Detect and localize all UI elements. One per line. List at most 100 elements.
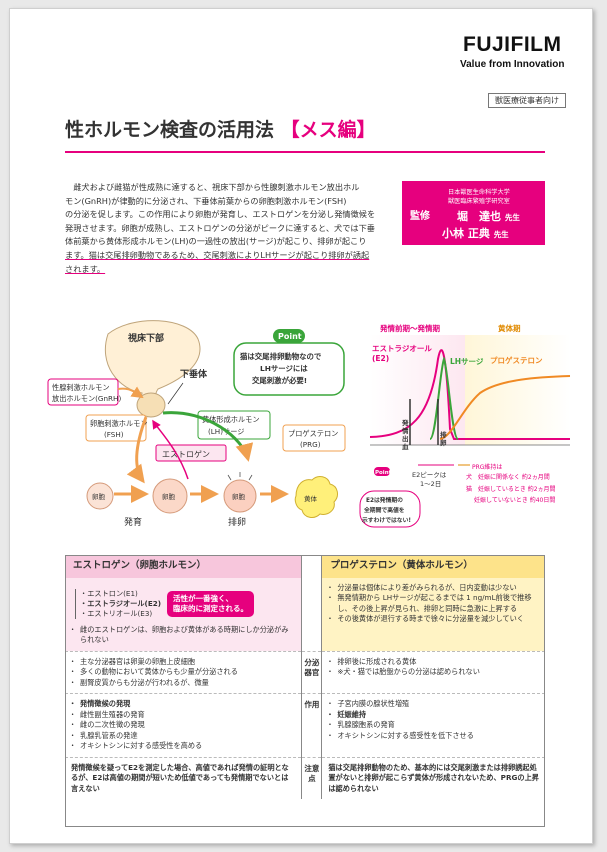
- stage-label: 卵胞: [232, 492, 246, 501]
- brand-logo: FUJIFILM: [463, 33, 562, 56]
- row-label-caution: 注意点: [301, 756, 323, 799]
- list-item: 乳腺腺胞系の発育: [326, 720, 539, 731]
- ovulation-label: 排卵: [228, 516, 246, 528]
- table-row: 発情徴候を疑ってE2を測定した場合、高値であれば発情の証明となるが、E2は高値の…: [65, 756, 545, 799]
- gnrh-label: 性腺刺激ホルモン: [52, 383, 110, 392]
- e2-callout: 活性が一番強く、 臨床的に測定される。: [167, 590, 255, 617]
- title-accent: 【メス編】: [280, 119, 376, 141]
- phase-1-label: 発情前期～発情期: [379, 323, 440, 333]
- prg-note: PRG維持は: [472, 463, 502, 471]
- onset-label: 血: [402, 442, 409, 451]
- audience-badge: 獣医療従事者向け: [488, 93, 566, 108]
- estrogen-label: エストロゲン: [162, 449, 210, 459]
- table-row: 発情徴候の発現 雌性副生殖器の発育 雌の二次性徴の発現 乳腺乳管系の発達 オキシ…: [65, 693, 545, 757]
- list-item: ※犬・猫では胎盤からの分泌は認められない: [326, 667, 539, 678]
- progesterone-action: 子宮内膜の腺状性増殖 妊娠維持 乳腺腺胞系の発育 オキシトシンに対する感受性を低…: [321, 693, 545, 757]
- list-item: 発情徴候の発現: [69, 699, 295, 710]
- intro-paragraph: 雌犬および雌猫が性成熟に達すると、視床下部から性腺刺激ホルモン放出ホル モン(G…: [65, 181, 387, 276]
- e2-peak-note: E2ピークは: [412, 471, 447, 479]
- affiliation-line: 獣医臨床繁殖学研究室: [448, 197, 510, 205]
- title-main: 性ホルモン検査の活用法: [65, 119, 275, 141]
- brand-tagline: Value from Innovation: [460, 59, 565, 70]
- graph-point-text: 全期間で高値を: [363, 506, 405, 514]
- supervisor-name-2: 小林 正典 先生: [442, 225, 509, 241]
- callout-line: 臨床的に測定される。: [173, 603, 249, 613]
- row-label-empty: [301, 577, 323, 651]
- development-label: 発育: [124, 516, 142, 528]
- prg-label: プロゲステロン: [288, 429, 338, 438]
- list-item: 多くの動物において黄体からも少量が分泌される: [69, 667, 295, 678]
- list-item: オキシトシンに対する感受性を高める: [69, 741, 295, 752]
- ovulation-marker-label: 排: [440, 430, 447, 439]
- estrogen-action: 発情徴候の発現 雌性副生殖器の発育 雌の二次性徴の発現 乳腺乳管系の発達 オキシ…: [65, 693, 302, 757]
- lh-surge-label: LHサージ: [450, 357, 484, 366]
- list-item: 排卵後に形成される黄体: [326, 657, 539, 668]
- list-item: 妊娠維持: [326, 710, 539, 721]
- hormone-comparison-table: エストロゲン（卵胞ホルモン） プロゲステロン（黄体ホルモン） ・エストロン(E1…: [65, 555, 545, 799]
- progesterone-header: プロゲステロン（黄体ホルモン）: [321, 555, 545, 578]
- intro-line: されます。: [65, 263, 106, 274]
- list-item: 主な分泌器官は卵巣の卵胞上皮細胞: [69, 657, 295, 668]
- point-text: 交尾刺激が必要!: [252, 376, 307, 385]
- list-item: オキシトシンに対する感受性を低下させる: [326, 731, 539, 742]
- onset-label: 出: [402, 434, 409, 443]
- intro-line: の分泌を促します。この作用により卵胞が発育し、エストロゲンを分泌し発情徴候を: [65, 209, 376, 220]
- estrogen-type: ・エストリオール(E3): [80, 608, 153, 618]
- prg-label: (PRG): [300, 440, 321, 449]
- intro-line: 体前葉から黄体形成ホルモン(LH)の一過性の放出(サージ)が起こり、排卵が起こり: [65, 236, 367, 247]
- estrogen-type: ・エストロン(E1): [80, 588, 138, 598]
- estrogen-header: エストロゲン（卵胞ホルモン）: [65, 555, 302, 578]
- gnrh-label: 放出ホルモン(GnRH): [52, 394, 121, 403]
- point-text: 猫は交尾排卵動物なので: [240, 352, 322, 361]
- page-title: 性ホルモン検査の活用法 【メス編】: [65, 115, 376, 142]
- honorific: 先生: [504, 213, 520, 222]
- prg-note: 犬 妊娠に関係なく 約2ヵ月間: [466, 473, 550, 481]
- progesterone-curve-label: プロゲステロン: [490, 355, 543, 365]
- estrogen-type: ・エストラジオール(E2): [80, 598, 162, 608]
- graph-point-badge: Point: [375, 470, 392, 476]
- point-text: LHサージには: [260, 364, 308, 373]
- title-divider: [65, 151, 545, 153]
- list-item: 子宮内膜の腺状性増殖: [326, 699, 539, 710]
- list-item: 無発情期から LHサージが起こるまでは 1 ng/mL前後で推移し、その後上昇が…: [326, 593, 539, 614]
- stage-label: 卵胞: [92, 492, 106, 501]
- list-item: 副腎皮質からも分泌が行われるが、微量: [69, 678, 295, 689]
- honorific: 先生: [493, 230, 509, 239]
- stage-label: 卵胞: [162, 492, 176, 501]
- supervisor-label: 監修: [410, 211, 430, 222]
- intro-line: モン(GnRH)が律動的に分泌され、下垂体前葉からの卵胞刺激ホルモン(FSH): [65, 195, 347, 206]
- estrogen-type-list: ・エストロン(E1) ・エストラジオール(E2) ・エストリオール(E3): [75, 588, 162, 619]
- name-text: 小林 正典: [442, 227, 490, 240]
- estrogen-types: ・エストロン(E1) ・エストラジオール(E2) ・エストリオール(E3) 活性…: [75, 588, 295, 619]
- estrogen-secretion: 主な分泌器官は卵巣の卵胞上皮細胞 多くの動物において黄体からも少量が分泌される …: [65, 650, 302, 694]
- header-spacer: [301, 555, 323, 578]
- document-page: FUJIFILM Value from Innovation 獣医療従事者向け …: [9, 8, 593, 844]
- stage-label: 黄体: [304, 494, 318, 503]
- supervisor-affiliation: 日本獣医生命科学大学 獣医臨床繁殖学研究室: [448, 189, 544, 206]
- estrogen-overview: ・エストロン(E1) ・エストラジオール(E2) ・エストリオール(E3) 活性…: [65, 577, 302, 651]
- row-label-action: 作用: [301, 693, 323, 757]
- hormone-pathway-diagram: 視床下部 下垂体 性腺刺激ホルモン 放出ホルモン(GnRH) 卵胞刺激ホルモン …: [47, 320, 346, 528]
- list-item: 雌の二次性徴の発現: [69, 720, 295, 731]
- estrogen-caution: 発情徴候を疑ってE2を測定した場合、高値であれば発情の証明となるが、E2は高値の…: [65, 756, 302, 799]
- list-item: その後黄体が退行する時まで徐々に分泌量を減少していく: [326, 614, 539, 625]
- intro-line: 雌犬および雌猫が性成熟に達すると、視床下部から性腺刺激ホルモン放出ホル: [73, 182, 360, 192]
- graph-point-text: 示すわけではない!: [361, 516, 411, 524]
- e2-peak-note: 1～2日: [420, 480, 441, 488]
- phase-2-label: 黄体期: [498, 323, 521, 333]
- intro-line: 発現させます。卵胞が成熟し、エストロゲンの分泌がピークに達すると、犬では下垂: [65, 222, 375, 233]
- hormone-level-graph: 発情前期～発情期 黄体期 エストラジオール (E2) LHサージ プロゲステロン…: [359, 323, 571, 528]
- table-row: ・エストロン(E1) ・エストラジオール(E2) ・エストリオール(E3) 活性…: [65, 577, 545, 651]
- point-badge: Point: [278, 332, 302, 341]
- onset-label: 発: [401, 418, 409, 427]
- row-label-secretion: 分泌器官: [301, 650, 323, 694]
- table-row: 主な分泌器官は卵巣の卵胞上皮細胞 多くの動物において黄体からも少量が分泌される …: [65, 650, 545, 694]
- estradiol-label: (E2): [372, 354, 389, 363]
- progesterone-overview: 分泌量は個体により差がみられるが、日内変動は少ない 無発情期から LHサージが起…: [321, 577, 545, 651]
- ovulation-marker-label: 卵: [440, 438, 447, 447]
- estradiol-label: エストラジオール: [372, 344, 432, 353]
- prg-note: 猫 妊娠しているとき 約2ヵ月間: [466, 485, 556, 493]
- affiliation-line: 日本獣医生命科学大学: [448, 189, 510, 196]
- progesterone-caution: 猫は交尾排卵動物のため、基本的には交尾刺激または排卵誘起処置がないと排卵が起こら…: [321, 756, 545, 799]
- prg-note: 妊娠していないとき 約40日間: [474, 496, 555, 504]
